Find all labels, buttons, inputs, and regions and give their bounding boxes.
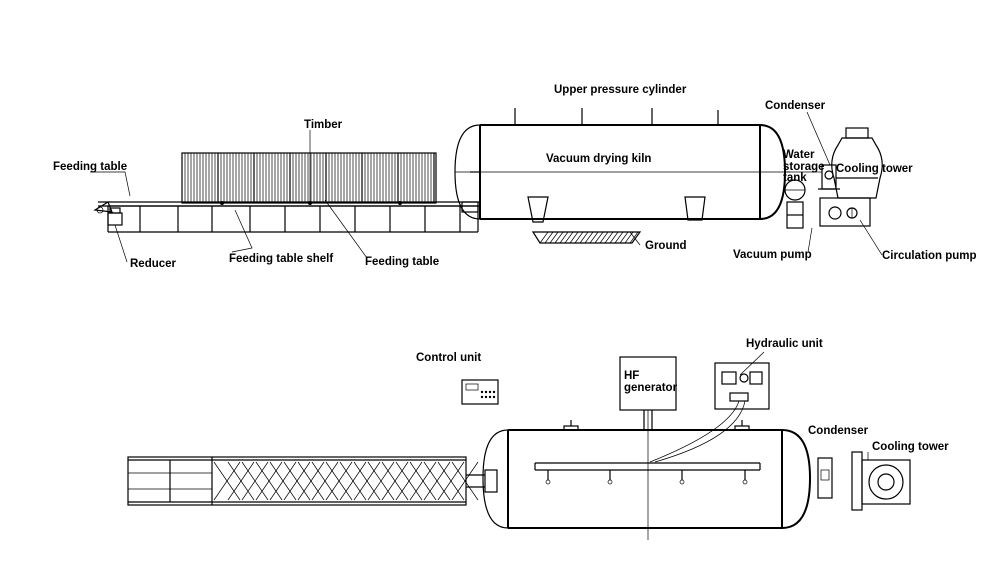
label-upper-pressure-cylinder: Upper pressure cylinder <box>554 84 687 96</box>
label-condenser-bottom: Condenser <box>808 425 869 437</box>
label-feeding-table-shelf: Feeding table shelf <box>229 253 333 265</box>
vacuum-drying-kiln-plan <box>482 410 812 540</box>
vacuum-drying-kiln-top <box>454 108 790 244</box>
label-feeding-table-top: Feeding table <box>53 161 127 173</box>
feeding-rack-plan <box>127 456 498 506</box>
label-control-unit: Control unit <box>416 352 481 364</box>
label-hydraulic-unit: Hydraulic unit <box>746 338 823 350</box>
cooling-tower-top <box>819 127 883 227</box>
label-cooling-tower-top: Cooling tower <box>836 163 913 175</box>
label-feeding-table-bottom: Feeding table <box>365 256 439 268</box>
condenser-plan <box>817 457 833 499</box>
label-water-storage-tank-3: tank <box>783 172 807 184</box>
hf-generator <box>619 356 677 411</box>
label-vacuum-pump: Vacuum pump <box>733 249 812 261</box>
label-condenser-top: Condenser <box>765 100 826 112</box>
leader-lines-top <box>90 111 883 263</box>
label-circulation-pump: Circulation pump <box>882 250 977 262</box>
label-hf-generator-2: generator <box>624 382 678 394</box>
labels: Feeding table Timber Upper pressure cyli… <box>53 84 977 453</box>
reducer <box>93 201 123 226</box>
label-hf-generator-1: HF <box>624 370 639 382</box>
label-reducer: Reducer <box>130 258 177 270</box>
label-timber: Timber <box>304 119 343 131</box>
control-unit <box>461 379 499 405</box>
timber-stack <box>181 152 437 205</box>
label-water-storage-tank-1: Water <box>783 149 815 161</box>
label-cooling-tower-bottom: Cooling tower <box>872 441 949 453</box>
label-ground: Ground <box>645 240 687 252</box>
hydraulic-unit <box>649 351 770 463</box>
feeding-table-frame <box>98 201 480 233</box>
cooling-tower-plan <box>851 451 911 511</box>
label-water-storage-tank-2: storage <box>783 161 825 173</box>
vacuum-pump <box>784 171 812 229</box>
label-vacuum-drying-kiln: Vacuum drying kiln <box>546 153 651 165</box>
